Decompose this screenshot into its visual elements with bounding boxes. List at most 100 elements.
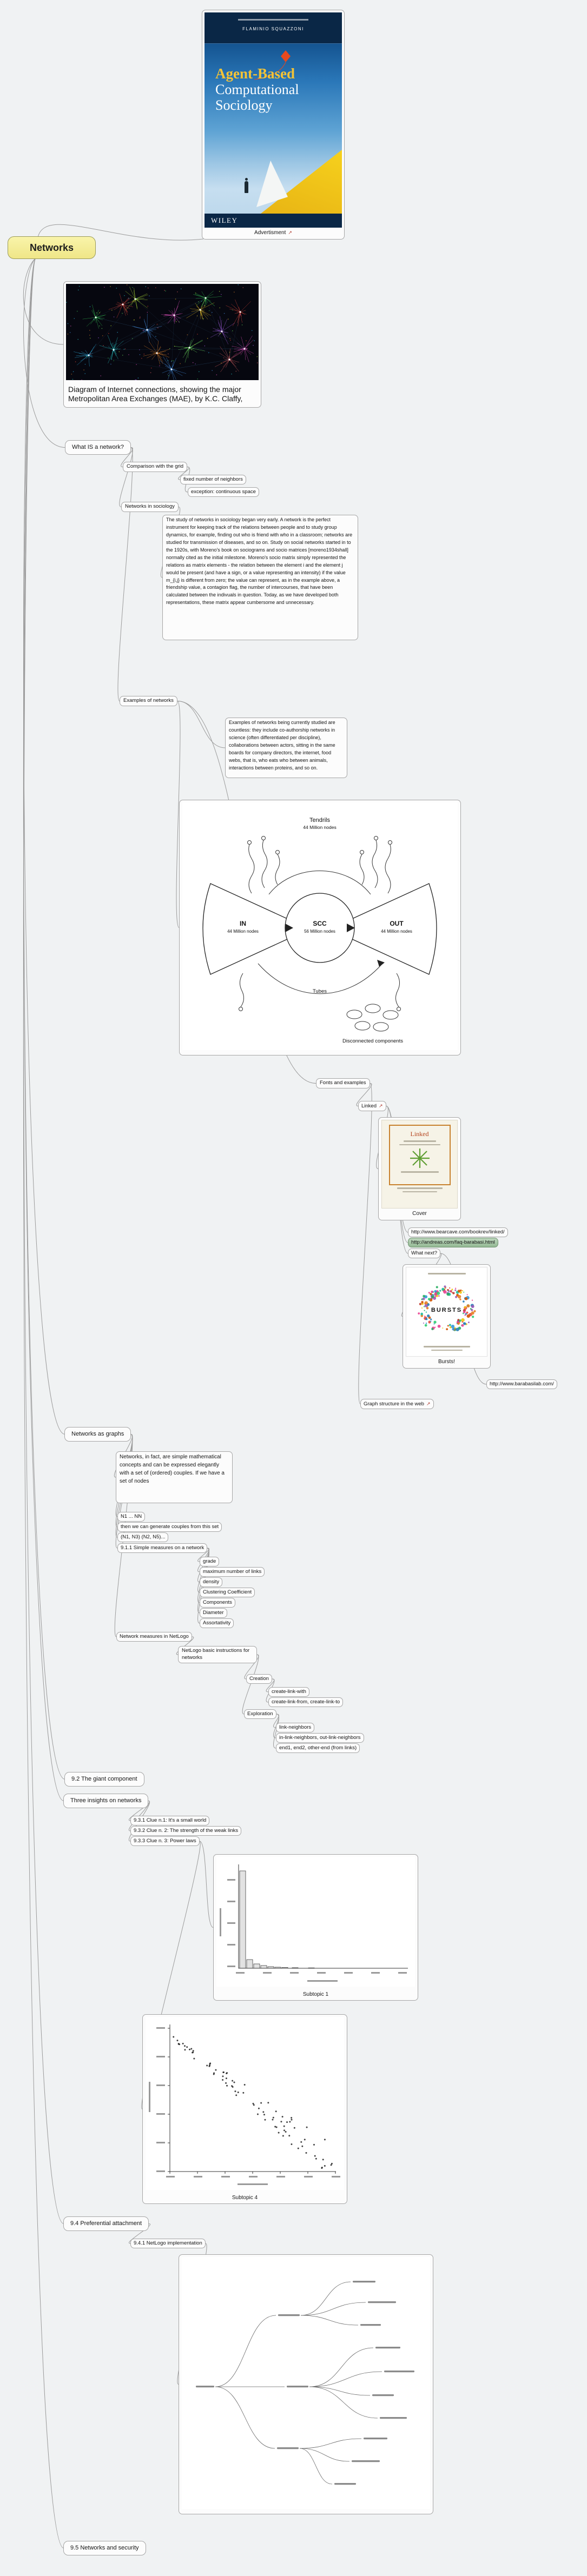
text-placeholder [427,1273,466,1274]
node-sociology-text[interactable]: The study of networks in sociology began… [162,515,358,640]
bowtie-tendrils-label: Tendrils [309,817,330,824]
bowtie-tendrils-count: 44 Million nodes [303,825,336,830]
publisher-logo: WILEY [211,216,238,225]
node-advertisment[interactable]: FLAMINIO SQUAZZONI Agent-Based Computati… [202,10,345,240]
node-internet-diagram[interactable]: Diagram of Internet connections, showing… [63,281,261,408]
degree-histogram-image [216,1857,415,1987]
node-measure-max-links[interactable]: maximum number of links [200,1567,265,1577]
bursts-book-cover-image: BURSTS [406,1267,487,1357]
node-link-neighbors[interactable]: link-neighbors [276,1723,315,1732]
node-caption: Advertisment↗ [205,228,342,237]
node-graph-structure-in-the-web[interactable]: Graph structure in the web↗ [360,1399,434,1409]
advert-caption-text: Advertisment [254,230,286,236]
node-bursts-cover[interactable]: BURSTS Bursts! [403,1264,491,1369]
node-create-link-with[interactable]: create-link-with [268,1687,309,1697]
node-caption: Bursts! [438,1359,456,1365]
node-nodes-set[interactable]: N1 ... NN [117,1512,146,1522]
node-examples-of-networks[interactable]: Examples of networks [120,696,177,706]
node-url-bearcave[interactable]: http://www.bearcave.com/bookrev/linked/ [408,1227,508,1237]
graph-structure-label-text: Graph structure in the web [364,1400,424,1407]
node-what-next[interactable]: What next? [408,1249,441,1258]
link-icon: ↗ [379,1103,383,1108]
powerlaw-scatter-image [146,2017,344,2190]
node-measure-components[interactable]: Components [200,1598,235,1608]
text-placeholder [403,1140,436,1142]
node-networks-and-security[interactable]: 9.5 Networks and security [63,2541,146,2555]
node-clue-weak-links[interactable]: 9.3.2 Clue n. 2: The strength of the wea… [130,1826,242,1836]
internet-caption: Diagram of Internet connections, showing… [68,384,243,403]
node-graphs-text[interactable]: Networks, in fact, are simple mathematic… [116,1451,233,1503]
node-simple-measures[interactable]: 9.1.1 Simple measures on a network [117,1543,208,1553]
node-implementation-tree-image[interactable] [179,2254,433,2514]
node-generate-couples[interactable]: then we can generate couples from this s… [117,1522,222,1532]
text-placeholder [400,1171,439,1173]
node-linked[interactable]: Linked↗ [358,1101,386,1111]
linked-cover-title: Linked [410,1130,429,1138]
book-cover-image: FLAMINIO SQUAZZONI Agent-Based Computati… [205,12,342,228]
node-bowtie-diagram[interactable]: Tendrils 44 Million nodes IN 44 Million … [179,800,461,1055]
node-giant-component[interactable]: 9.2 The giant component [64,1772,144,1787]
text-placeholder [399,1144,440,1146]
text-placeholder [397,1187,443,1189]
node-what-is-a-network[interactable]: What IS a network? [65,440,131,455]
cover-top-band: FLAMINIO SQUAZZONI [205,12,342,44]
node-caption: Subtopic 4 [232,2194,258,2201]
node-powerlaw-scatter-chart[interactable]: Subtopic 4 [142,2014,347,2205]
implementation-tree-diagram [182,2257,430,2509]
node-in-out-link-neighbors[interactable]: in-link-neighbors, out-link-neighbors [276,1733,364,1743]
bowtie-tubes-label: Tubes [313,988,327,994]
node-comparison-with-grid[interactable]: Comparison with the grid [123,462,188,472]
node-measure-diameter[interactable]: Diameter [200,1608,227,1618]
node-histogram-chart[interactable]: Subtopic 1 [213,1854,418,2001]
node-exploration[interactable]: Exploration [244,1709,276,1719]
node-measure-density[interactable]: density [200,1577,223,1587]
node-url-barabasilab[interactable]: http://www.barabasilab.com/ [486,1379,557,1389]
node-fixed-number-of-neighbors[interactable]: fixed number of neighbors [180,475,246,484]
bursts-dot-wreath [418,1285,476,1331]
node-end1-end2-other-end[interactable]: end1, end2, other-end (from links) [276,1743,360,1753]
node-networks-in-sociology[interactable]: Networks in sociology [121,502,179,512]
text-placeholder [402,1191,437,1192]
node-couples-example[interactable]: (N1, N3) (N2, N5)... [117,1532,169,1542]
node-netlogo-implementation[interactable]: 9.4.1 NetLogo implementation [130,2239,206,2248]
bowtie-in-count: 44 Million nodes [227,929,259,934]
node-clue-power-laws[interactable]: 9.3.3 Clue n. 3: Power laws [130,1836,200,1846]
node-netlogo-basic-instructions[interactable]: NetLogo basic instructions for networks [178,1646,257,1663]
link-icon: ↗ [288,230,292,235]
bowtie-scc-label: SCC [313,920,327,927]
node-clue-small-world[interactable]: 9.3.1 Clue n.1: It's a small world [130,1816,210,1825]
cover-author: FLAMINIO SQUAZZONI [242,26,304,31]
node-network-measures-netlogo[interactable]: Network measures in NetLogo [116,1632,192,1642]
cover-title-line1: Agent-Based [215,65,295,82]
internet-map-image [66,284,259,384]
cover-series-text-placeholder [238,19,308,21]
node-preferential-attachment[interactable]: 9.4 Preferential attachment [63,2216,149,2231]
node-examples-text[interactable]: Examples of networks being currently stu… [225,718,347,778]
starburst-icon [410,1148,430,1169]
linked-label-text: Linked [361,1103,377,1109]
root-node-networks[interactable]: Networks [8,236,96,260]
bowtie-out-count: 44 Million nodes [381,929,412,934]
linked-cover-frame: Linked [388,1125,451,1185]
node-url-andreas-selected[interactable]: http://andreas.com/faq-barabasi.html [408,1238,498,1247]
linked-book-cover-image: Linked [381,1120,458,1209]
node-measure-grade[interactable]: grade [200,1557,220,1566]
node-three-insights[interactable]: Three insights on networks [63,1794,149,1808]
person-silhouette [245,178,248,193]
bowtie-web-structure-image: Tendrils 44 Million nodes IN 44 Million … [182,802,458,1050]
node-create-link-from-to[interactable]: create-link-from, create-link-to [268,1697,344,1707]
bowtie-disconnected-label: Disconnected components [342,1038,403,1044]
bowtie-in-label: IN [240,920,246,927]
node-networks-as-graphs[interactable]: Networks as graphs [64,1427,131,1442]
node-linked-cover[interactable]: Linked Cover [378,1117,461,1220]
node-creation[interactable]: Creation [246,1674,272,1684]
node-caption: Subtopic 1 [302,1991,329,1997]
text-placeholder [431,1349,463,1351]
cover-bottom-band: WILEY [205,214,342,228]
node-measure-clustering[interactable]: Clustering Coefficient [200,1588,255,1597]
node-fonts-and-examples[interactable]: Fonts and examples [316,1078,370,1088]
cover-title: Agent-Based Computational Sociology [215,65,299,113]
node-measure-assortativity[interactable]: Assortativity [200,1618,234,1628]
node-exception-continuous-space[interactable]: exception: continuous space [188,487,259,497]
